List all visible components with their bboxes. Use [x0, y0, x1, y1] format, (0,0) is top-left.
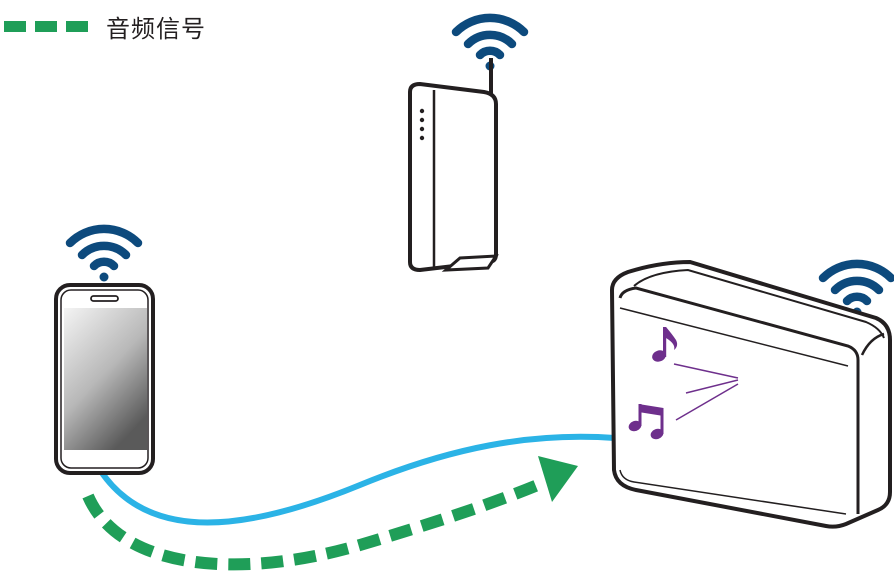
smartphone	[54, 229, 155, 475]
router-icon	[408, 81, 498, 273]
music-note-icon	[652, 327, 678, 362]
sound-waves	[673, 363, 739, 421]
audio-signal-arrowhead	[538, 456, 578, 502]
audio-signal-arrow	[82, 476, 548, 571]
smartphone-screen	[64, 308, 147, 450]
audio-signal-legend-swatch	[4, 20, 88, 32]
speaker	[609, 259, 892, 529]
router	[408, 18, 524, 273]
router-stand	[441, 254, 499, 272]
music-note-icon	[628, 404, 664, 440]
speaker-icon	[609, 259, 892, 529]
smartphone-earpiece	[90, 295, 119, 302]
wifi-icon	[70, 229, 138, 282]
legend: 音频信号	[4, 8, 206, 44]
legend-label: 音频信号	[106, 14, 206, 43]
network-link-line	[97, 433, 618, 526]
